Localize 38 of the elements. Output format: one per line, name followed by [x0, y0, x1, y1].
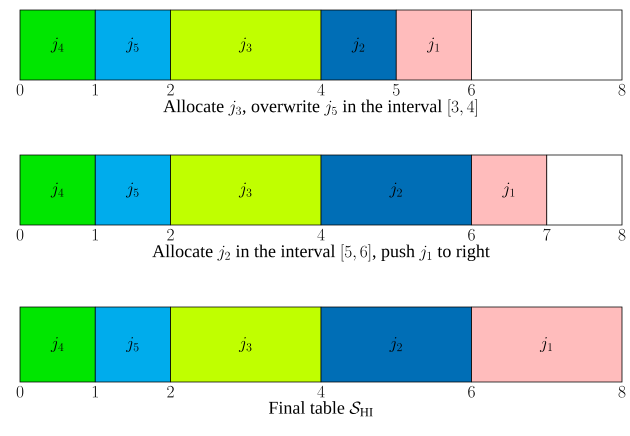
tick-label: $8$ [618, 84, 626, 96]
tick-label: $0$ [16, 84, 24, 96]
job-block: $j_1$ [471, 306, 622, 382]
tick-label: $1$ [92, 228, 98, 240]
job-block: $j_3$ [170, 10, 322, 80]
tick-label: $2$ [167, 386, 174, 398]
job-block: $j_1$ [396, 10, 472, 80]
caption: $\text{Allocate } j_2\text{ in the interval } [5,6]\text{, push } j_1\text{ to right}$ [152, 244, 490, 262]
job-block: $j_2$ [320, 10, 397, 80]
job-block: $j_4$ [20, 154, 96, 226]
tick-label: $7$ [544, 228, 551, 241]
tick-label: $2$ [167, 84, 174, 96]
tick-label: $6$ [468, 386, 475, 398]
tick-label: $8$ [618, 386, 626, 398]
tick-label: $5$ [393, 84, 400, 96]
tick-label: $4$ [317, 386, 325, 398]
tick-label: $1$ [92, 84, 98, 96]
job-block: $j_5$ [94, 10, 171, 80]
job-block: $j_4$ [20, 306, 96, 382]
tick-label: $0$ [16, 386, 24, 398]
tick-label: $4$ [317, 84, 325, 96]
job-block: $j_3$ [170, 306, 322, 382]
job-block: $j_2$ [320, 154, 472, 226]
tick-label: $2$ [167, 228, 174, 240]
job-block: $j_3$ [170, 154, 322, 226]
tick-label: $4$ [317, 228, 325, 240]
job-block: $j_2$ [320, 306, 472, 382]
job-block: $j_5$ [94, 306, 171, 382]
job-block: $j_5$ [94, 154, 171, 226]
tick-label: $6$ [468, 228, 475, 241]
tick-label: $6$ [468, 84, 475, 96]
tick-label: $8$ [618, 228, 626, 241]
job-block: $j_4$ [20, 10, 96, 80]
job-block: $j_1$ [471, 154, 548, 226]
caption: $\text{Final table } \mathcal{S}_{\mathrm{HI}}$ [268, 401, 373, 416]
tick-label: $0$ [16, 228, 24, 241]
caption: $\text{Allocate } j_3\text{, overwrite } j_5\text{ in the interval } [3,4]$ [163, 99, 477, 116]
tick-label: $1$ [92, 386, 98, 398]
